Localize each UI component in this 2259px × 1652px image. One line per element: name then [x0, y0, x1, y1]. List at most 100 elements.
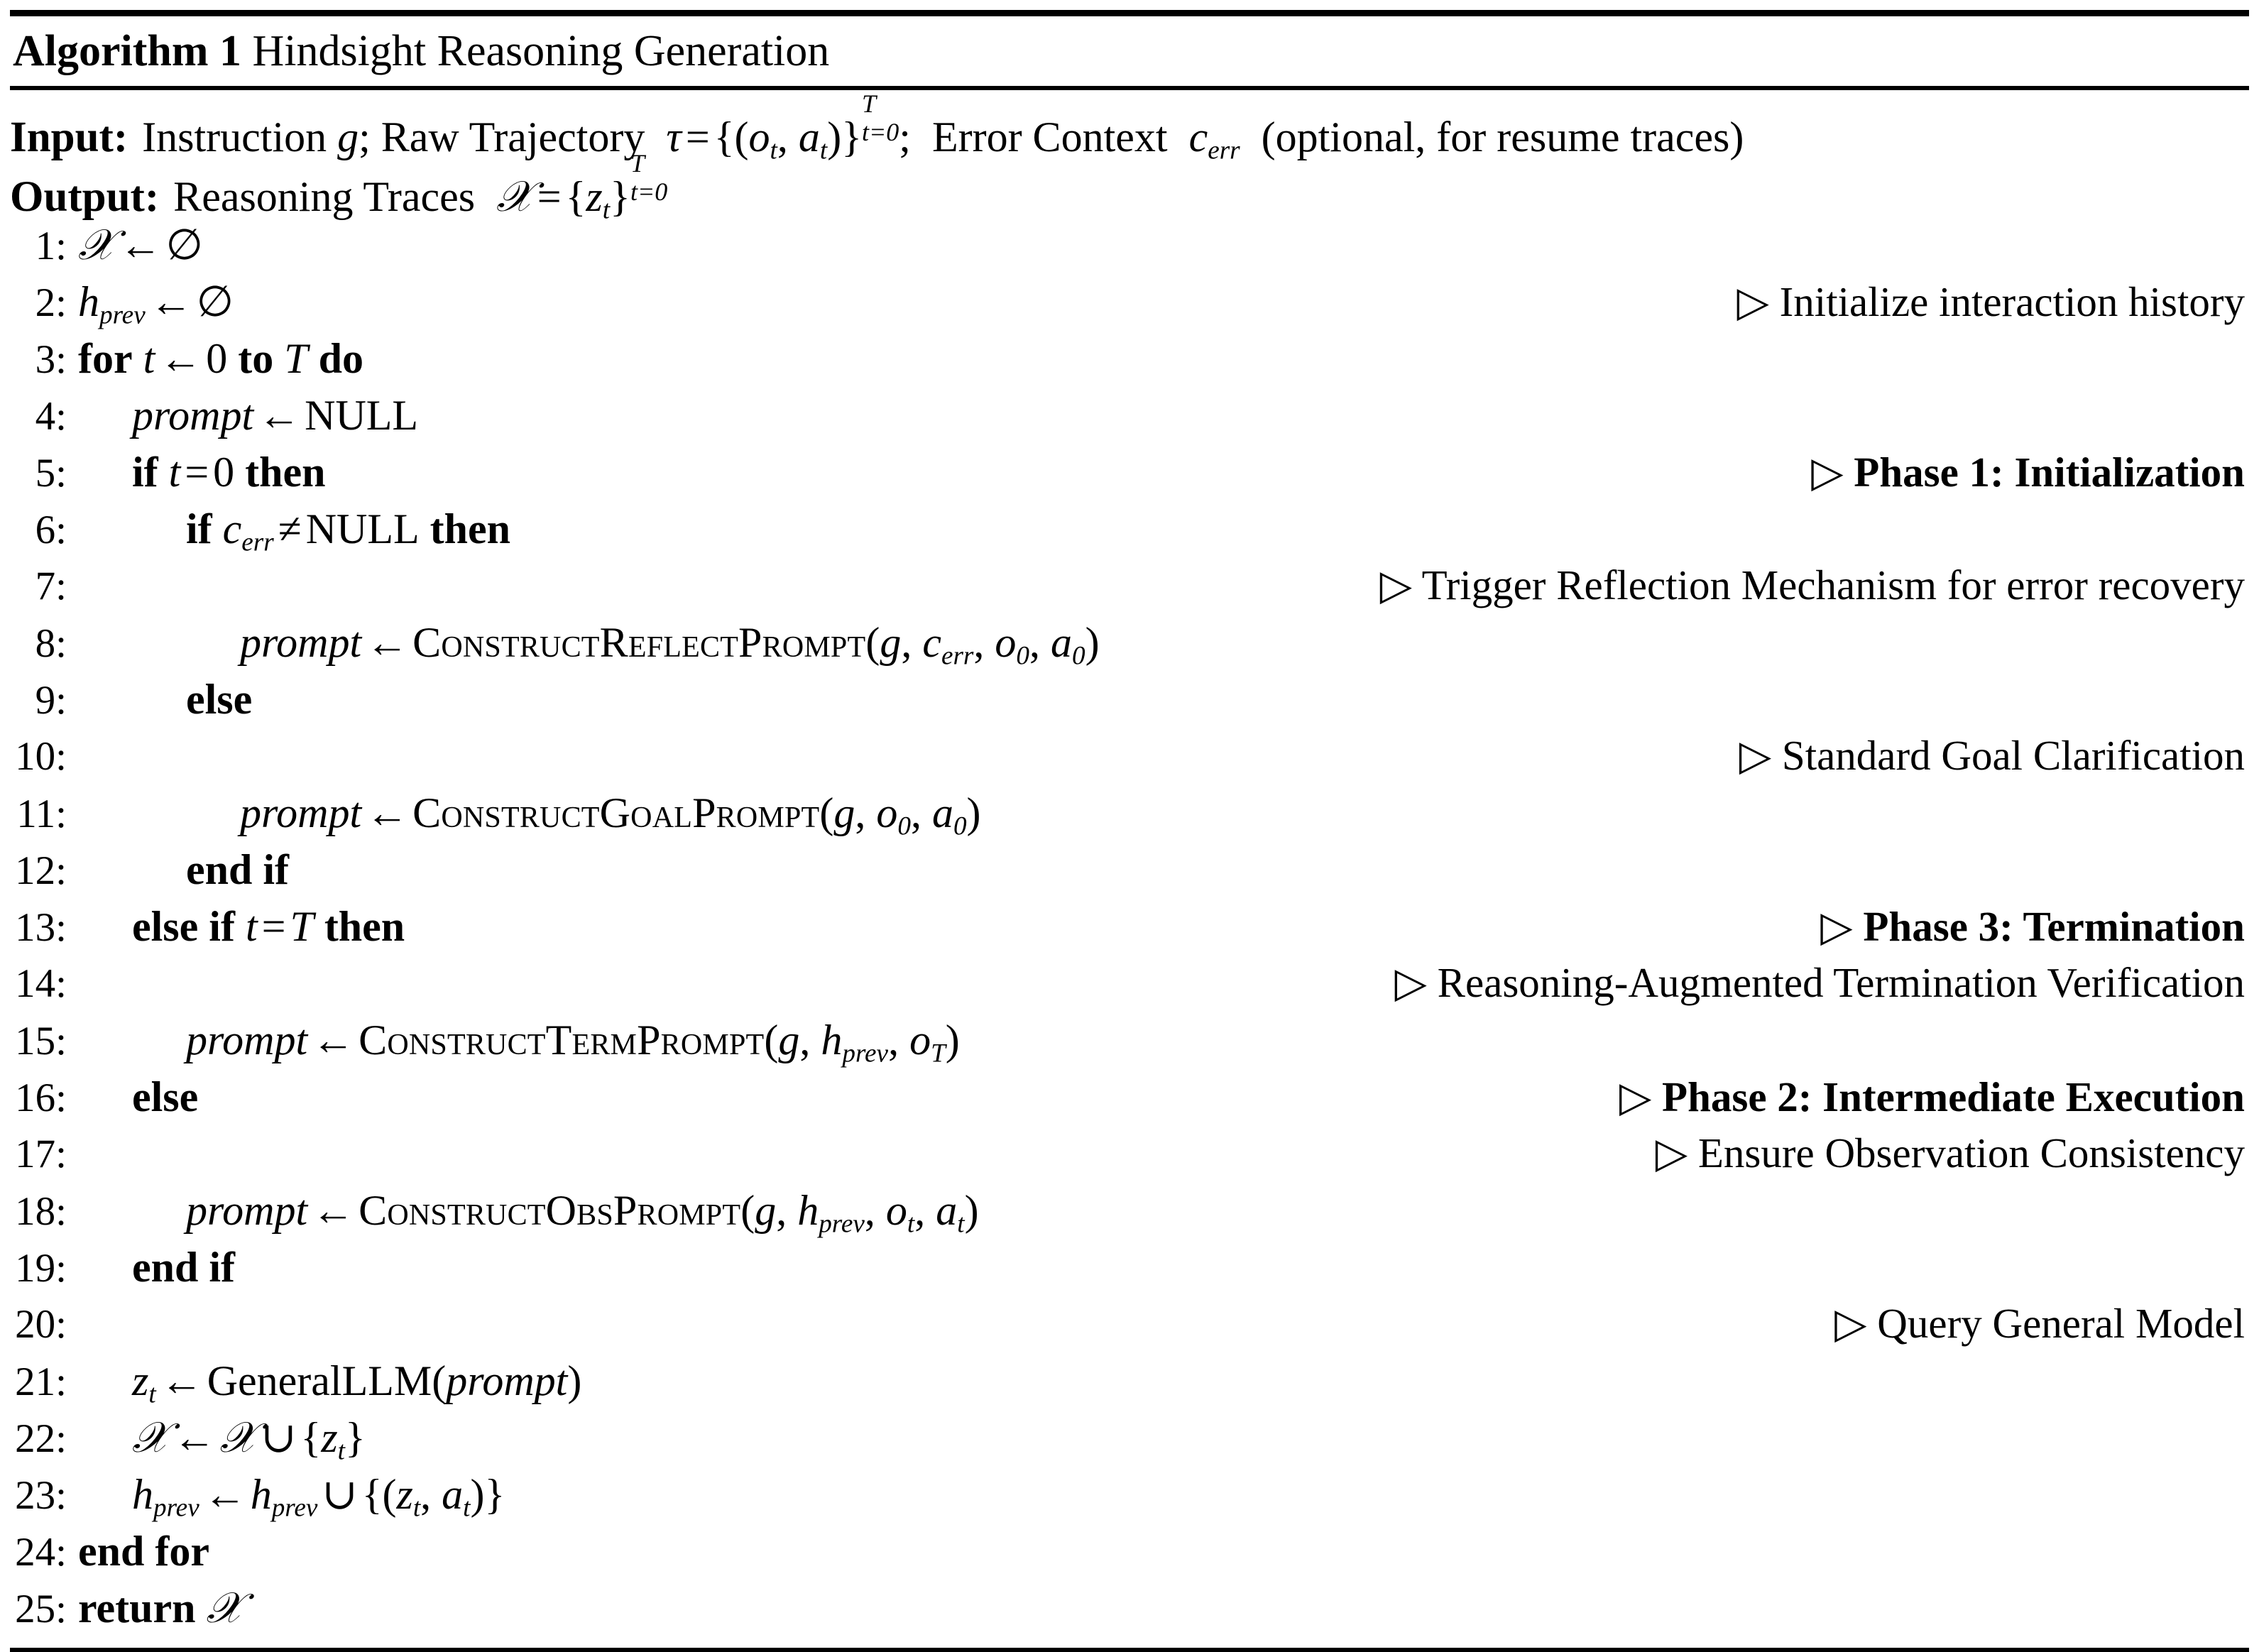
algorithm-line-19: 19: end if [10, 1246, 2249, 1303]
keyword-end-for: end for [78, 1527, 209, 1575]
algorithm-line-15: 15: prompt←ConstructTermPrompt(g, hprev,… [10, 1019, 2249, 1076]
var-prompt: prompt [446, 1357, 568, 1404]
keyword-end-if: end if [186, 846, 290, 893]
function-construct-goal-prompt: ConstructGoalPrompt [412, 789, 820, 836]
algorithm-line-14: 14: ▷ Reasoning-Augmented Termination Ve… [10, 958, 2249, 1019]
keyword-else: else [132, 1073, 199, 1120]
top-rule [10, 10, 2249, 16]
keyword-for: for [78, 334, 133, 382]
keyword-end-if: end if [132, 1243, 236, 1291]
line-code: else [78, 678, 252, 721]
line-number: 18: [15, 1188, 67, 1234]
line-comment: ▷ Reasoning-Augmented Termination Verifi… [1394, 958, 2246, 1006]
keyword-then: then [430, 505, 511, 552]
line-comment: ▷ Ensure Observation Consistency [1655, 1129, 2245, 1176]
line-comment: ▷ Initialize interaction history [1736, 278, 2245, 325]
line-number: 3: [35, 337, 67, 382]
line-number: 24: [15, 1529, 67, 1575]
line-code: hprev←hprev∪{(zt, at)} [132, 1470, 505, 1523]
algorithm-line-10: 10: ▷ Standard Goal Clarification [10, 731, 2249, 792]
var-prompt: prompt [186, 1186, 308, 1234]
line-code: else [78, 1076, 198, 1118]
line-code: prompt←ConstructGoalPrompt(g, o0, a0) [240, 789, 981, 841]
keyword-return: return [78, 1584, 196, 1631]
keyword-else: else [186, 675, 253, 723]
output-traces-label: Reasoning Traces [173, 173, 476, 220]
function-general-llm: GeneralLLM [207, 1357, 432, 1404]
algorithm-line-1: 1: 𝒳←∅ [10, 224, 2249, 280]
algorithm-line-21: 21: zt←GeneralLLM(prompt) [10, 1360, 2249, 1416]
algorithm-number: Algorithm 1 [13, 27, 242, 75]
line-code: 𝒳←∅ [78, 221, 203, 268]
line-number: 13: [15, 904, 67, 950]
keyword-if: if [186, 505, 212, 552]
function-construct-obs-prompt: ConstructObsPrompt [359, 1186, 741, 1234]
algorithm-line-7: 7: ▷ Trigger Reflection Mechanism for er… [10, 564, 2249, 621]
algorithm-body: Input: Instruction g; Raw Trajectory τ={… [10, 90, 2249, 1643]
line-number: 8: [35, 620, 67, 666]
line-comment: ▷ Standard Goal Clarification [1739, 731, 2245, 779]
algorithm-line-3: 3: for t←0 to T do [10, 337, 2249, 394]
algorithm-line-2: 2: hprev←∅ ▷ Initialize interaction hist… [10, 280, 2249, 337]
line-code: prompt←ConstructTermPrompt(g, hprev, oT) [186, 1016, 960, 1068]
line-number: 7: [35, 563, 67, 608]
line-code: zt←GeneralLLM(prompt) [132, 1357, 582, 1409]
input-spec: Instruction g; Raw Trajectory τ={(ot, at… [142, 89, 1744, 165]
algorithm-line-23: 23: hprev←hprev∪{(zt, at)} [10, 1473, 2249, 1530]
keyword-else-if: else if [132, 902, 235, 950]
algorithm-line-5: 5: if t=0 then ▷ Phase 1: Initialization [10, 451, 2249, 508]
output-label: Output: [10, 173, 160, 221]
algorithm-title: Hindsight Reasoning Generation [252, 27, 830, 75]
line-number: 25: [15, 1586, 67, 1631]
keyword-if: if [132, 448, 158, 496]
line-number: 14: [15, 961, 67, 1006]
line-number: 9: [35, 677, 67, 723]
keyword-do: do [318, 334, 364, 382]
input-label: Input: [10, 113, 128, 161]
line-code: 𝒳←𝒳∪{zt} [132, 1413, 366, 1466]
keyword-then: then [324, 902, 405, 950]
line-number: 22: [15, 1416, 67, 1461]
const-null: NULL [305, 505, 420, 552]
algorithm-line-9: 9: else [10, 678, 2249, 735]
algorithm-line-4: 4: prompt←NULL [10, 394, 2249, 451]
line-number: 2: [35, 280, 67, 325]
keyword-to: to [238, 334, 274, 382]
line-code: if t=0 then [132, 448, 326, 496]
line-code: end if [78, 1246, 235, 1289]
algorithm-line-8: 8: prompt←ConstructReflectPrompt(g, cerr… [10, 621, 2249, 678]
const-null: NULL [305, 391, 419, 439]
algorithm-line-25: 25: return 𝒳 [10, 1587, 2249, 1643]
algorithm-line-24: 24: end for [10, 1530, 2249, 1587]
line-number: 16: [15, 1075, 67, 1120]
function-construct-term-prompt: ConstructTermPrompt [359, 1016, 765, 1063]
line-code: end for [78, 1530, 209, 1572]
input-errorcontext-label: Error Context [931, 113, 1168, 160]
line-number: 10: [15, 733, 67, 779]
algorithm-header: Algorithm 1 Hindsight Reasoning Generati… [10, 16, 2249, 83]
line-number: 17: [15, 1131, 67, 1176]
var-prompt: prompt [240, 618, 362, 666]
keyword-then: then [245, 448, 326, 496]
line-code: prompt←NULL [132, 391, 419, 439]
line-number: 19: [15, 1245, 67, 1291]
algorithm-line-20: 20: ▷ Query General Model [10, 1301, 2249, 1360]
var-prompt: prompt [186, 1016, 308, 1063]
line-number: 11: [16, 791, 67, 836]
line-code: else if t=T then [132, 902, 405, 950]
line-code: end if [78, 848, 289, 891]
function-construct-reflect-prompt: ConstructReflectPrompt [412, 618, 866, 666]
line-number: 20: [15, 1301, 67, 1347]
line-comment: ▷ Phase 1: Initialization [1811, 448, 2245, 496]
line-number: 23: [15, 1472, 67, 1518]
var-prompt: prompt [132, 391, 254, 439]
line-number: 15: [15, 1018, 67, 1063]
line-number: 4: [35, 393, 67, 439]
algorithm-line-12: 12: end if [10, 848, 2249, 905]
line-number: 5: [35, 450, 67, 496]
algorithm-line-11: 11: prompt←ConstructGoalPrompt(g, o0, a0… [10, 792, 2249, 848]
line-comment: ▷ Trigger Reflection Mechanism for error… [1379, 561, 2245, 608]
line-number: 1: [35, 223, 67, 268]
